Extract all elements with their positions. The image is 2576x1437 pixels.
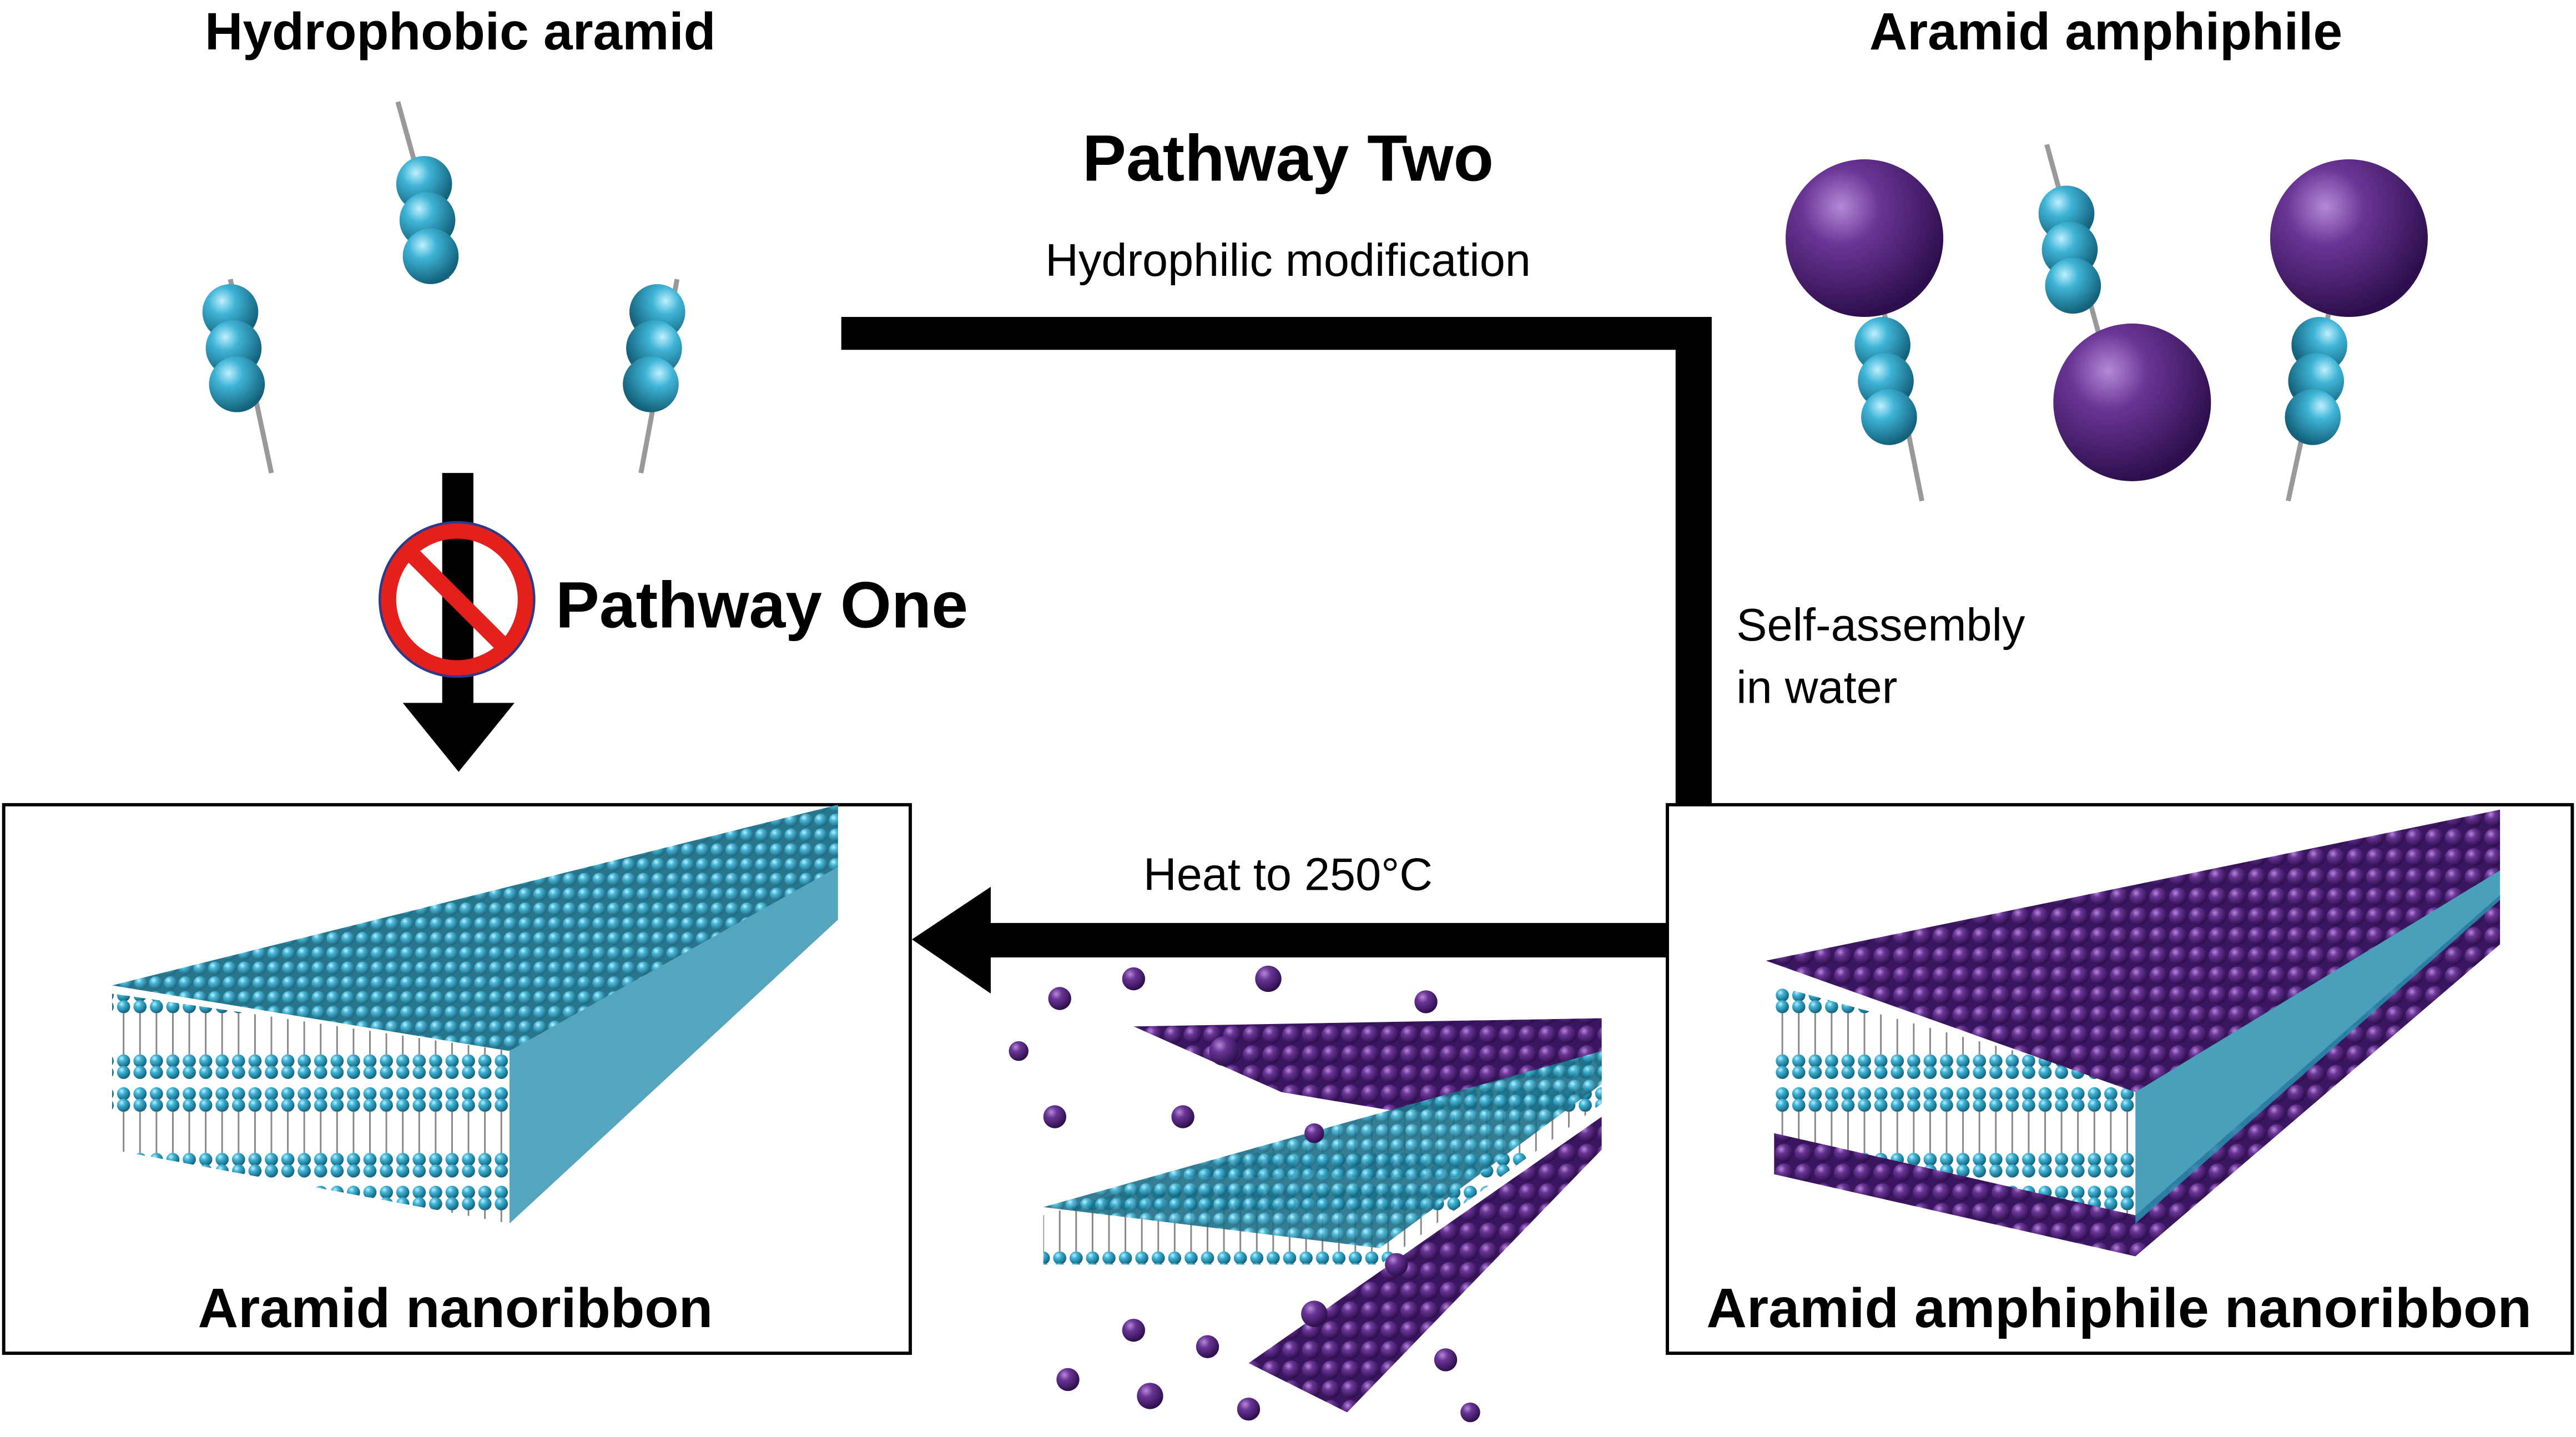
hydrophobic-aramid-title: Hydrophobic aramid — [205, 2, 716, 61]
ribbon-side — [112, 994, 510, 1224]
heat-arrow — [911, 886, 1667, 994]
aramid-amphiphile-title: Aramid amphiphile — [1869, 2, 2342, 61]
prohibited-icon — [379, 521, 536, 678]
aramid-nanoribbon-label: Aramid nanoribbon — [198, 1277, 713, 1339]
amphiphile-molecule — [2038, 144, 2211, 481]
heating-transition-ribbon — [1009, 965, 1602, 1423]
hydrophilic-modification-label: Hydrophilic modification — [1045, 234, 1531, 286]
pathway-two-label: Pathway Two — [1082, 122, 1494, 195]
ribbon-top — [112, 804, 838, 1051]
ribbon-top — [1766, 809, 2501, 1092]
amphiphile-molecule — [2270, 159, 2428, 502]
amphiphile-nanoribbon-label: Aramid amphiphile nanoribbon — [1706, 1277, 2532, 1339]
hydrophobic-aramid-molecules — [202, 101, 685, 474]
amphiphile-nanoribbon-panel: Aramid amphiphile nanoribbon — [1666, 803, 2574, 1355]
aramid-nanoribbon-panel: Aramid nanoribbon — [2, 803, 912, 1355]
heat-label: Heat to 250°C — [1143, 849, 1433, 900]
pathway-one-arrow — [402, 473, 515, 772]
amphiphile-molecules — [1786, 144, 2428, 502]
aramid-molecule — [623, 279, 685, 473]
aramid-molecule — [202, 279, 274, 474]
self-assembly-label: Self-assembly — [1736, 599, 2025, 651]
pathway-two-connector — [841, 317, 1712, 805]
pathway-one-label: Pathway One — [556, 568, 968, 642]
in-water-label: in water — [1736, 661, 1897, 713]
aramid-molecule — [395, 101, 459, 284]
amphiphile-molecule — [1786, 159, 1944, 502]
